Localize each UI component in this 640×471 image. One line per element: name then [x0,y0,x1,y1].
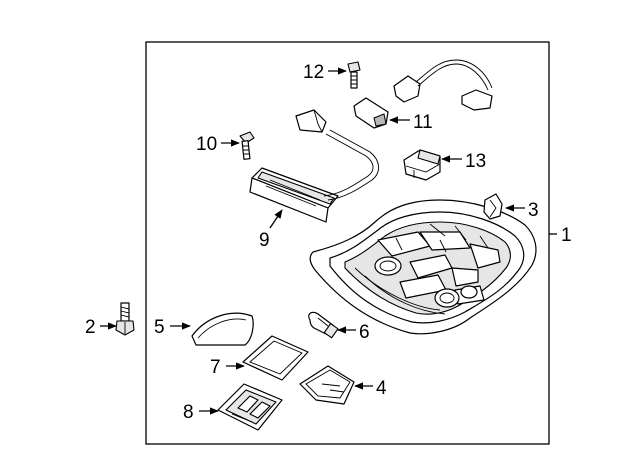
callout-8: 8 [183,402,194,423]
bracket [483,193,503,220]
callout-11: 11 [413,112,433,133]
bolt-icon [239,131,255,160]
callout-2: 2 [85,317,96,338]
sensor-harness [353,59,493,129]
callout-3: 3 [528,200,539,221]
assembly-frame [145,41,550,445]
bolt-icon [115,302,135,336]
callout-4: 4 [376,378,387,399]
callout-9: 9 [259,230,270,251]
callout-6: 6 [359,322,370,343]
callout-10: 10 [196,134,217,155]
callout-1: 1 [561,225,572,246]
callout-5: 5 [154,317,165,338]
arrowhead-icon [269,209,283,229]
callout-7: 7 [210,357,221,378]
lens-4 [299,365,355,405]
cover-7 [242,335,309,381]
console-housing [309,199,537,335]
switch-panel [217,383,283,431]
bolt-icon [347,61,361,89]
control-module [249,109,379,223]
lens-5 [191,312,254,346]
callout-13: 13 [465,151,486,172]
clip-13 [403,149,441,181]
callout-12: 12 [303,62,324,83]
bulb-icon [308,311,339,339]
